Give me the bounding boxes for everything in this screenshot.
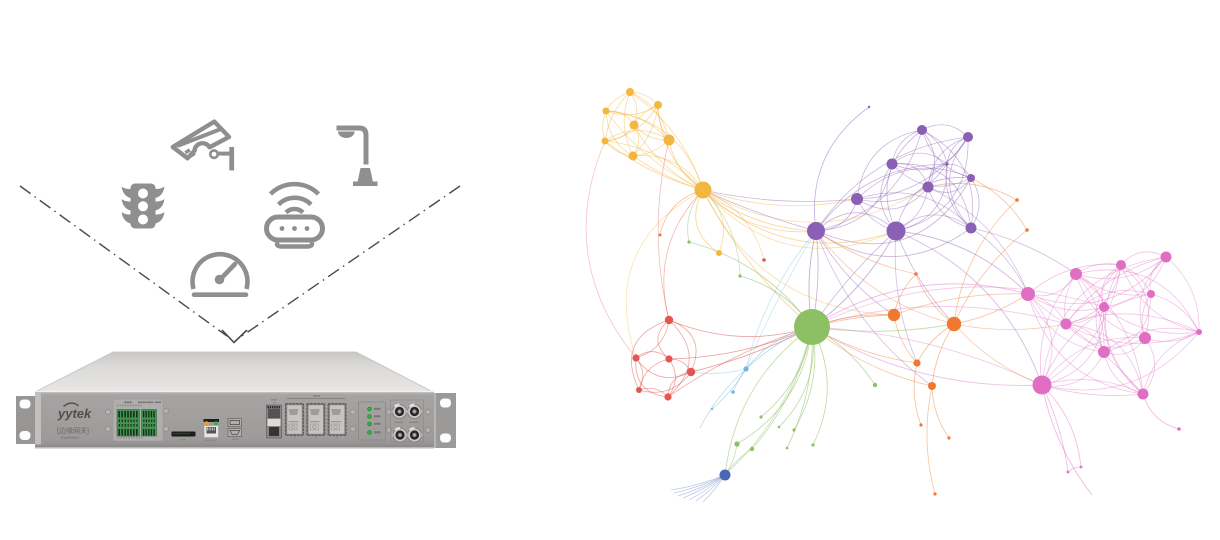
svg-text:[边缘网关]: [边缘网关] — [57, 426, 89, 435]
svg-text:-EWG5000+-: -EWG5000+- — [60, 436, 81, 440]
svg-text:yytek: yytek — [57, 406, 92, 421]
